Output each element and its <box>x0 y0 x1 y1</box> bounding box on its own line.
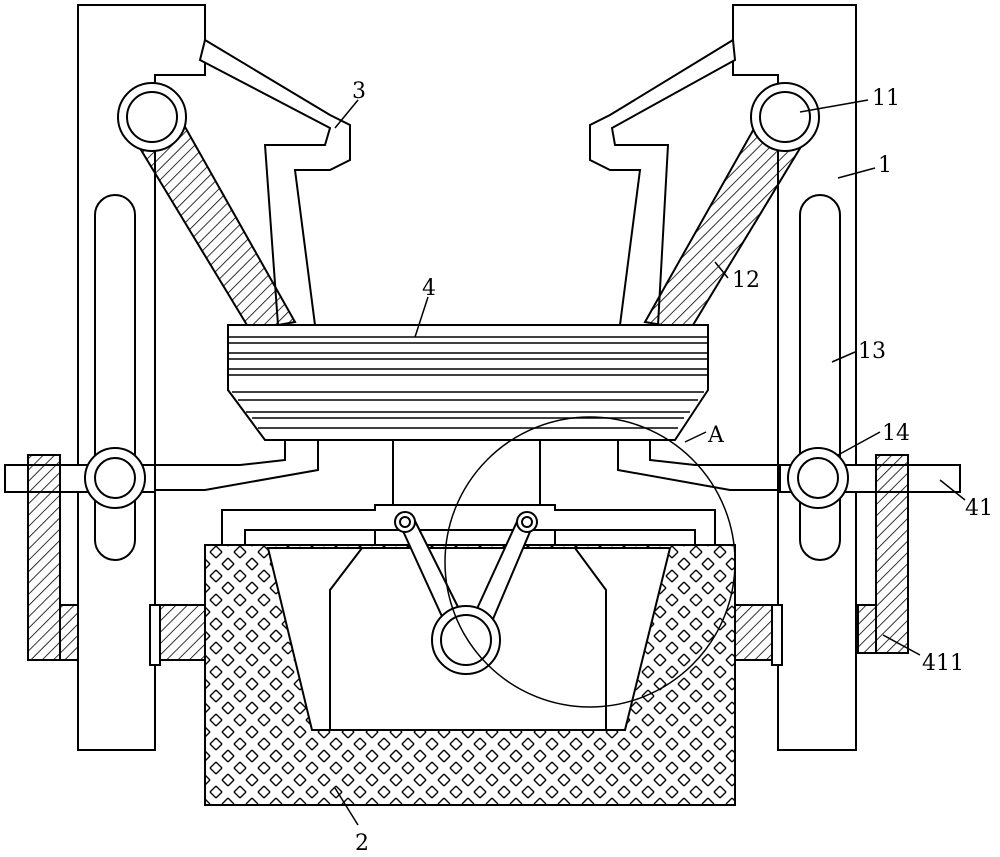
side-block-left <box>27 454 79 661</box>
side-block-right <box>857 454 909 654</box>
leader-lines <box>334 99 966 826</box>
label-spring-strap: 12 <box>732 268 760 293</box>
frame-right <box>732 4 857 751</box>
base-block <box>204 544 736 806</box>
roller-right <box>750 82 820 152</box>
detail-circle <box>444 416 736 708</box>
label-base: 2 <box>355 831 369 856</box>
support-links <box>150 440 785 505</box>
label-side-block: 411 <box>922 651 964 676</box>
pin-left <box>84 447 146 509</box>
label-arm: 3 <box>352 79 366 104</box>
inner-blocks <box>149 604 783 666</box>
label-slot: 13 <box>858 339 886 364</box>
label-pin: 14 <box>882 421 910 446</box>
roller-left <box>117 82 187 152</box>
frame-left <box>77 4 206 751</box>
label-side-rod: 41 <box>965 496 993 521</box>
label-roller: 11 <box>872 86 900 111</box>
pin-right <box>787 447 849 509</box>
label-cushion: 4 <box>422 276 436 301</box>
cushion-stack <box>227 324 709 441</box>
label-detail: A <box>707 423 725 448</box>
label-frame: 1 <box>878 153 892 178</box>
